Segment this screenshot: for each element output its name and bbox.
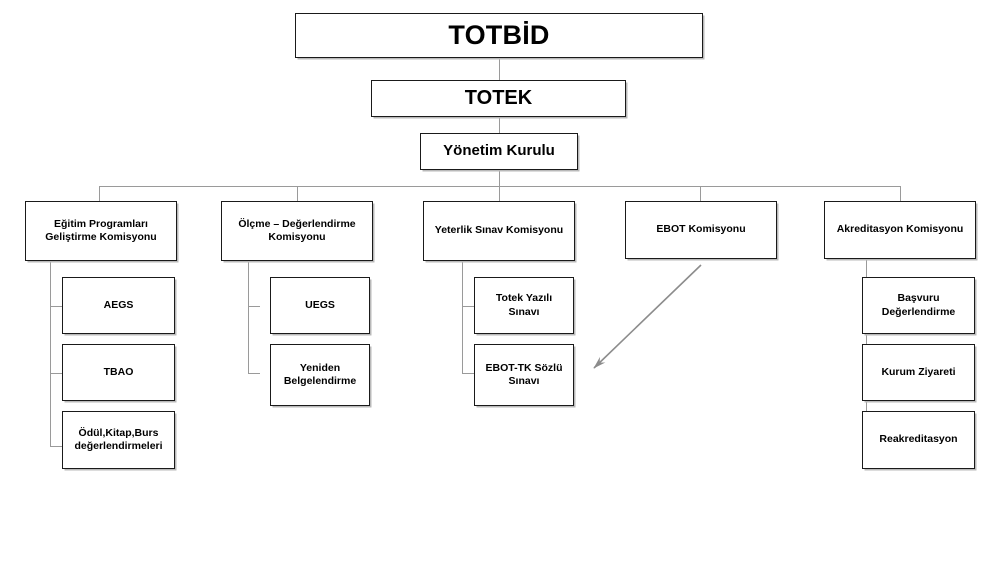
- node-leaf-kurum-ziyareti[interactable]: Kurum Ziyareti: [862, 344, 975, 401]
- connector-spine-olcme: [248, 261, 250, 373]
- connector-commission-bus: [99, 185, 901, 187]
- connector-drop-olcme: [297, 185, 299, 202]
- node-leaf-reakreditasyon[interactable]: Reakreditasyon: [862, 411, 975, 469]
- connector-stub-uegs: [248, 305, 260, 307]
- node-commission-akreditasyon[interactable]: Akreditasyon Komisyonu: [824, 201, 976, 259]
- node-leaf-odul-kitap-burs[interactable]: Ödül,Kitap,Burs değerlendirmeleri: [62, 411, 175, 469]
- node-commission-ebot[interactable]: EBOT Komisyonu: [625, 201, 777, 259]
- connector-stub-sozlu: [462, 372, 474, 374]
- connector-stub-tbao: [50, 372, 62, 374]
- connector-root-to-totek: [498, 58, 500, 80]
- connector-stub-aegs: [50, 305, 62, 307]
- connector-spine-yeterlik: [462, 261, 464, 373]
- connector-drop-ebot: [700, 185, 702, 202]
- connector-stub-yeniden: [248, 372, 260, 374]
- node-leaf-tbao[interactable]: TBAO: [62, 344, 175, 401]
- connector-yonetim-to-bus: [498, 170, 500, 186]
- node-leaf-totek-yazili-sinavi[interactable]: Totek Yazılı Sınavı: [474, 277, 574, 334]
- node-commission-egitim-programlari[interactable]: Eğitim Programları Geliştirme Komisyonu: [25, 201, 177, 261]
- ebot-to-sozlu-sinavi-arrow: [593, 264, 702, 369]
- node-commission-olcme-degerlendirme[interactable]: Ölçme – Değerlendirme Komisyonu: [221, 201, 373, 261]
- connector-drop-yeterlik: [498, 185, 500, 202]
- node-yonetim-kurulu[interactable]: Yönetim Kurulu: [420, 133, 578, 170]
- connector-stub-yazili: [462, 305, 474, 307]
- node-leaf-basvuru-degerlendirme[interactable]: Başvuru Değerlendirme: [862, 277, 975, 334]
- node-commission-yeterlik-sinav[interactable]: Yeterlik Sınav Komisyonu: [423, 201, 575, 261]
- connector-stub-odul: [50, 445, 62, 447]
- node-totbid[interactable]: TOTBİD: [295, 13, 703, 58]
- node-leaf-aegs[interactable]: AEGS: [62, 277, 175, 334]
- node-leaf-uegs[interactable]: UEGS: [270, 277, 370, 334]
- connector-drop-akreditasyon: [900, 185, 902, 202]
- node-leaf-yeniden-belgelendirme[interactable]: Yeniden Belgelendirme: [270, 344, 370, 406]
- connector-spine-egitim: [50, 261, 52, 446]
- connector-totek-to-yonetim: [498, 117, 500, 133]
- connector-drop-egitim: [99, 185, 101, 202]
- node-leaf-ebot-tk-sozlu-sinavi[interactable]: EBOT-TK Sözlü Sınavı: [474, 344, 574, 406]
- node-totek[interactable]: TOTEK: [371, 80, 626, 117]
